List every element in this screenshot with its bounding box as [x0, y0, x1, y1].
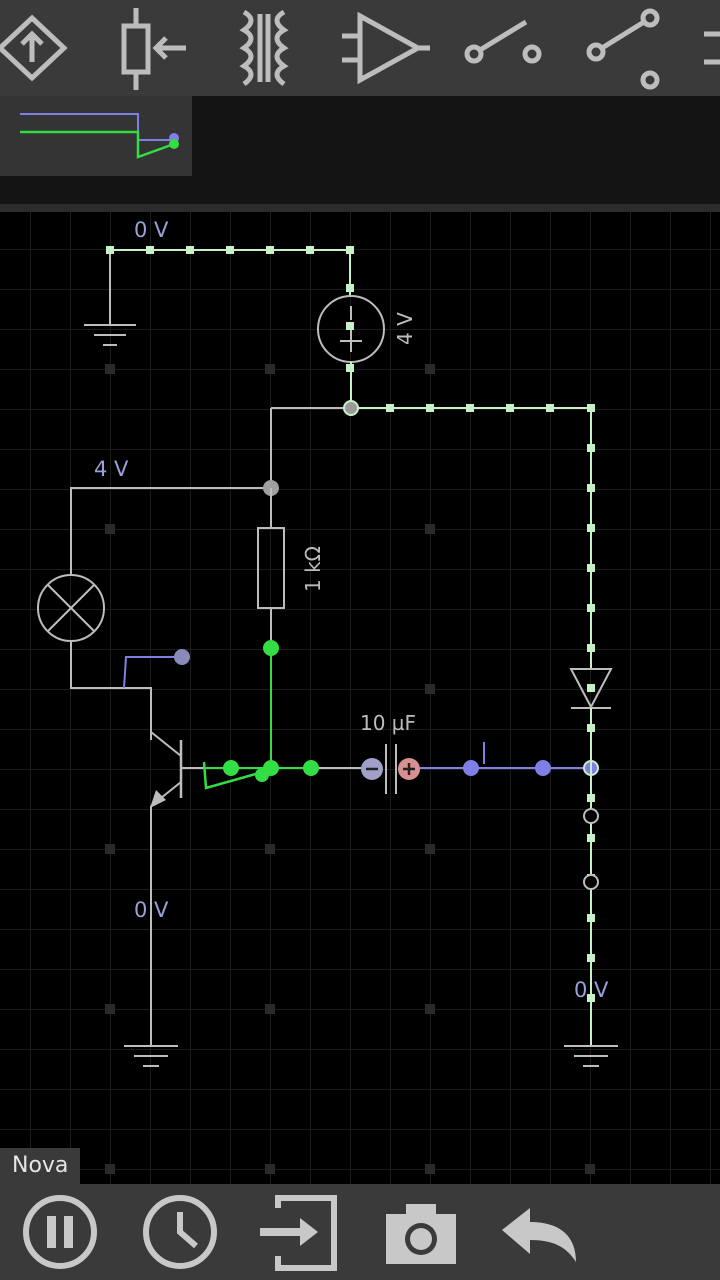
source-voltage-label: 4 V	[393, 312, 417, 345]
transformer-tool[interactable]	[204, 4, 324, 92]
grid-posts	[105, 364, 595, 1174]
oscilloscope-panel	[0, 96, 720, 206]
circuit-canvas[interactable]	[0, 212, 720, 1184]
switch-tool-icon	[464, 19, 542, 64]
pause-icon	[23, 1195, 97, 1269]
top-ground-wire[interactable]	[106, 246, 354, 325]
pause-button[interactable]	[10, 1192, 110, 1276]
top-right-wire[interactable]	[270, 400, 595, 668]
emitter-ground-symbol[interactable]	[124, 1045, 178, 1067]
resistor-value-label: 1 kΩ	[301, 546, 325, 592]
potentiometer-tool[interactable]	[92, 4, 212, 92]
more-tools[interactable]	[684, 4, 720, 92]
emitter-voltage-label: 0 V	[134, 898, 169, 922]
more-tools-icon	[704, 31, 720, 65]
probe-wire[interactable]	[123, 649, 190, 689]
lamp-wire[interactable]	[70, 480, 279, 740]
transistor[interactable]	[150, 731, 183, 1046]
op-amp-tool[interactable]	[324, 4, 444, 92]
right-ground-wire[interactable]	[583, 768, 599, 1046]
component-toolbar	[0, 0, 720, 96]
top-ground-symbol[interactable]	[84, 324, 136, 346]
op-amp-tool-icon	[342, 11, 430, 85]
right-ground-symbol[interactable]	[564, 1045, 618, 1067]
scope-waveform	[20, 113, 179, 159]
capacitor-value-label: 10 µF	[360, 711, 416, 735]
right-ground-voltage-label: 0 V	[574, 978, 609, 1002]
diode[interactable]	[569, 668, 613, 768]
export-button[interactable]	[248, 1192, 348, 1276]
switch-tool[interactable]	[444, 4, 564, 92]
scope-thumbnail[interactable]	[0, 96, 192, 176]
potentiometer-tool-icon	[121, 8, 186, 90]
voltage-source[interactable]	[317, 295, 385, 408]
voltage-source-tool-icon	[0, 14, 68, 82]
simulation-name: Nova	[0, 1148, 81, 1184]
circuit-schematic: 0 V 4 V 4 V	[37, 218, 618, 1174]
screenshot-button[interactable]	[370, 1192, 470, 1276]
transformer-tool-icon	[239, 9, 289, 87]
lamp[interactable]	[37, 574, 105, 642]
undo-button[interactable]	[490, 1192, 590, 1276]
bottom-toolbar	[0, 1184, 720, 1280]
scope-divider[interactable]	[0, 204, 720, 212]
spdt-switch-tool-icon	[586, 8, 660, 90]
voltage-source-tool[interactable]	[0, 4, 92, 92]
export-icon	[260, 1195, 337, 1271]
top-ground-voltage-label: 0 V	[134, 218, 169, 242]
undo-icon	[502, 1208, 576, 1262]
camera-icon	[386, 1204, 456, 1264]
spdt-switch-tool[interactable]	[564, 4, 684, 92]
lamp-voltage-label: 4 V	[94, 457, 129, 481]
clock-icon	[143, 1195, 217, 1269]
capacitor[interactable]	[361, 744, 420, 794]
base-node-wire[interactable]	[180, 640, 370, 790]
time-step-button[interactable]	[130, 1192, 230, 1276]
